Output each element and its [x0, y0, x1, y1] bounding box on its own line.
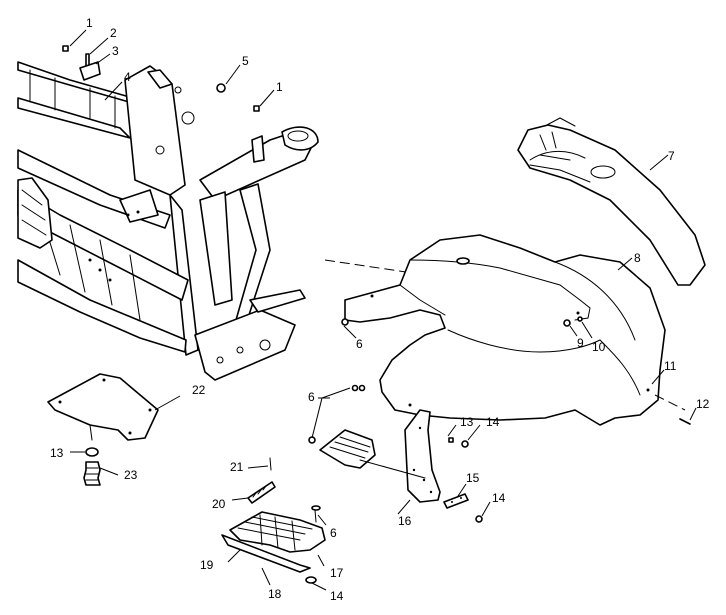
callout-label: 15: [466, 471, 480, 485]
callout-label: 12: [696, 397, 710, 411]
callout-label: 17: [330, 566, 344, 580]
rear-fender-part: [324, 234, 686, 426]
callout-label: 8: [634, 251, 641, 265]
callout-label: 22: [192, 383, 206, 397]
footrest-bracket-part: [247, 457, 276, 504]
callout-label: 10: [592, 340, 606, 354]
callout-label: 3: [112, 44, 119, 58]
callout-label: 2: [110, 26, 117, 40]
frame-assembly: [17, 61, 319, 381]
callout-label: 13: [460, 415, 474, 429]
callout-label: 1: [276, 80, 283, 94]
callout-label: 1: [86, 16, 93, 30]
footrest-part: [221, 505, 326, 584]
leader-lines: [69, 29, 697, 591]
frame-hardware: [62, 45, 265, 163]
callout-label: 5: [242, 54, 249, 68]
callout-label: 7: [668, 149, 675, 163]
fender-hardware: [341, 316, 691, 425]
callout-label: 14: [330, 589, 344, 603]
mud-flap-part: [359, 409, 441, 503]
callout-label: 6: [308, 390, 315, 404]
callout-label: 20: [212, 497, 226, 511]
callout-label: 23: [124, 468, 138, 482]
callout-label: 13: [50, 446, 64, 460]
callout-label: 19: [200, 558, 214, 572]
upper-footrest-part: [308, 384, 376, 469]
mud-flap-bracket-part: [443, 493, 469, 509]
callout-label: 6: [330, 526, 337, 540]
bumper-stop-part: [83, 447, 101, 486]
mud-flap-hardware: [448, 437, 483, 523]
seat-part: [517, 117, 706, 286]
skid-plate-part: [47, 373, 159, 441]
callout-label: 14: [492, 491, 506, 505]
callout-label: 9: [577, 336, 584, 350]
callout-label: 16: [398, 514, 412, 528]
callout-label: 6: [356, 337, 363, 351]
callout-labels: 1 2 3 4 5 1 7 8 6 9 10 11 12 22 6 13 14 …: [50, 16, 710, 603]
callout-label: 14: [486, 415, 500, 429]
callout-label: 4: [124, 70, 131, 84]
callout-label: 11: [664, 359, 677, 373]
callout-label: 21: [230, 460, 244, 474]
callout-label: 18: [268, 587, 282, 601]
